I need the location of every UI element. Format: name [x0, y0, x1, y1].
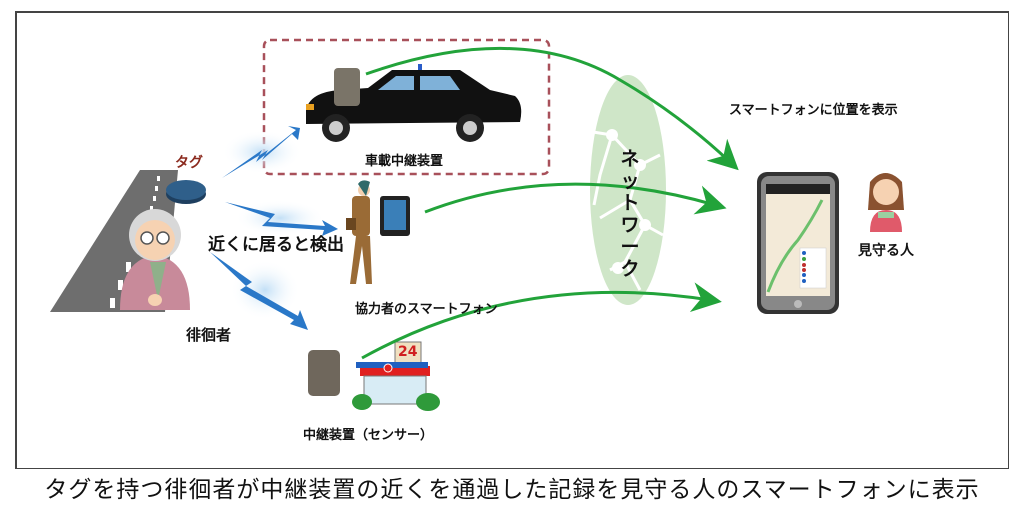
signal-to-sensor: [210, 252, 308, 330]
watcher-label: 見守る人: [858, 243, 914, 259]
watcher-smartphone: [757, 172, 839, 314]
tag-label: タグ: [175, 155, 203, 171]
arrow-cooperator-to-phone: [424, 182, 727, 215]
vehicle-relay-box: [262, 38, 551, 176]
arrow-sensor-to-phone: [361, 282, 722, 360]
relay-device-on-taxi: [334, 68, 360, 106]
arrow-vehicle-to-phone: [365, 46, 739, 171]
store-sign: 24: [398, 344, 418, 360]
relay-sensor-label: 中継装置（センサー）: [303, 428, 434, 443]
network-cloud: [590, 75, 666, 305]
relay-sensor-icon: [308, 350, 340, 396]
signal-to-vehicle: [222, 126, 302, 178]
detection-label: 近くに居ると検出: [208, 235, 344, 255]
diagram-frame: [15, 11, 1009, 469]
cooperator-phone-label: 協力者のスマートフォン: [355, 302, 498, 317]
figure-caption: タグを持つ徘徊者が中継装置の近くを通過した記録を見守る人のスマートフォンに表示: [44, 477, 980, 503]
cooperator-figure: [346, 180, 410, 284]
watcher-figure: [868, 173, 904, 232]
wanderer-label: 徘徊者: [186, 326, 232, 344]
network-label: ネットワーク: [620, 148, 640, 280]
wanderer-figure: [120, 209, 190, 310]
taxi-icon: [306, 64, 522, 142]
convenience-store-icon: [352, 341, 440, 411]
display-on-phone-label: スマートフォンに位置を表示: [729, 103, 898, 118]
vehicle-relay-label: 車載中継装置: [365, 154, 444, 169]
tag-icon: [166, 180, 206, 204]
signal-to-cooperator: [225, 200, 338, 236]
data-arrows: [361, 46, 739, 360]
